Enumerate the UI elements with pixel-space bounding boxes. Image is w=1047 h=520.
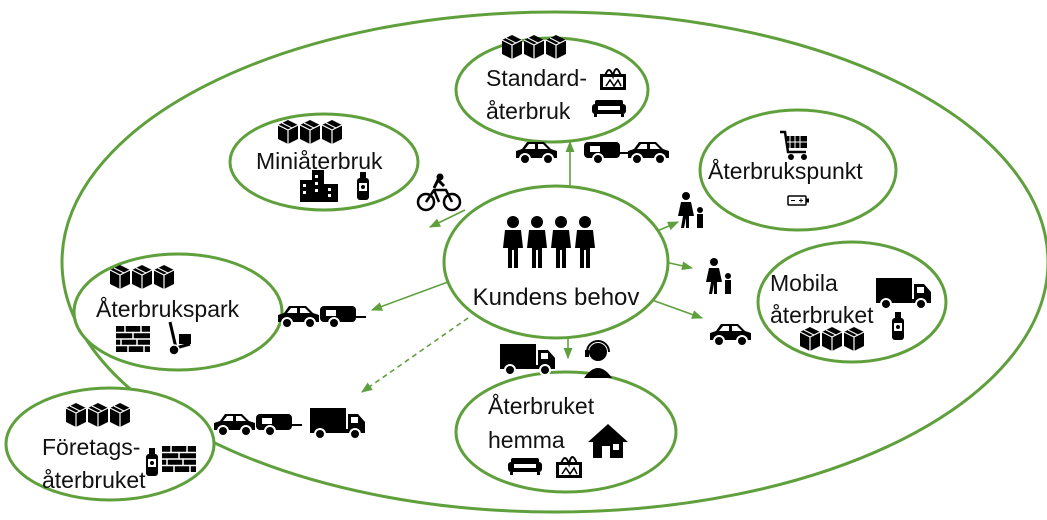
shopping-cart-icon: [780, 130, 807, 160]
boxes-icon: [110, 265, 174, 289]
node-foretag-line1: Företags-: [42, 434, 141, 460]
node-mini: [228, 112, 420, 212]
car-icon: [515, 141, 558, 165]
bricks-icon: [115, 325, 151, 353]
bricks-icon: [161, 445, 197, 473]
walking-parent-child-icon: [678, 192, 703, 228]
node-mobila-line1: Mobila: [770, 270, 838, 296]
node-hemma-line1: Återbruket: [488, 393, 595, 419]
boxes-icon: [502, 35, 566, 59]
car-with-trailer-icon: [213, 413, 303, 437]
headset-person-icon: [584, 340, 612, 378]
car-icon: [709, 323, 752, 347]
bicycle-icon: [416, 173, 462, 212]
boxes-icon: [66, 403, 130, 427]
boxes-icon: [278, 120, 342, 144]
center-label: Kundens behov: [472, 284, 640, 311]
car-with-trailer-icon: [583, 141, 670, 165]
node-standard-line2: återbruk: [486, 98, 571, 124]
boxes-icon: [800, 327, 864, 351]
node-mini-label: Miniåterbruk: [256, 148, 383, 174]
node-punkt: [698, 108, 898, 232]
house-icon: [588, 424, 628, 458]
truck-icon: [499, 343, 556, 376]
buildings-icon: [300, 170, 338, 202]
battery-icon: [787, 195, 809, 206]
outer-ring: [60, 10, 1047, 514]
node-foretag-line2: återbruket: [42, 467, 146, 493]
node-hemma-line2: hemma: [488, 427, 565, 453]
node-punkt-label: Återbrukspunkt: [708, 158, 863, 184]
car-with-trailer-icon: [277, 305, 367, 329]
node-mobila-line2: återbruket: [770, 302, 874, 328]
family-group-icon: [503, 216, 595, 268]
hand-truck-icon: [168, 321, 191, 356]
node-park-label: Återbrukspark: [96, 296, 240, 322]
truck-icon: [309, 407, 366, 440]
walking-parent-child-icon: [706, 258, 731, 294]
node-standard-line1: Standard-: [486, 65, 588, 91]
connector-arrows: [361, 140, 704, 393]
